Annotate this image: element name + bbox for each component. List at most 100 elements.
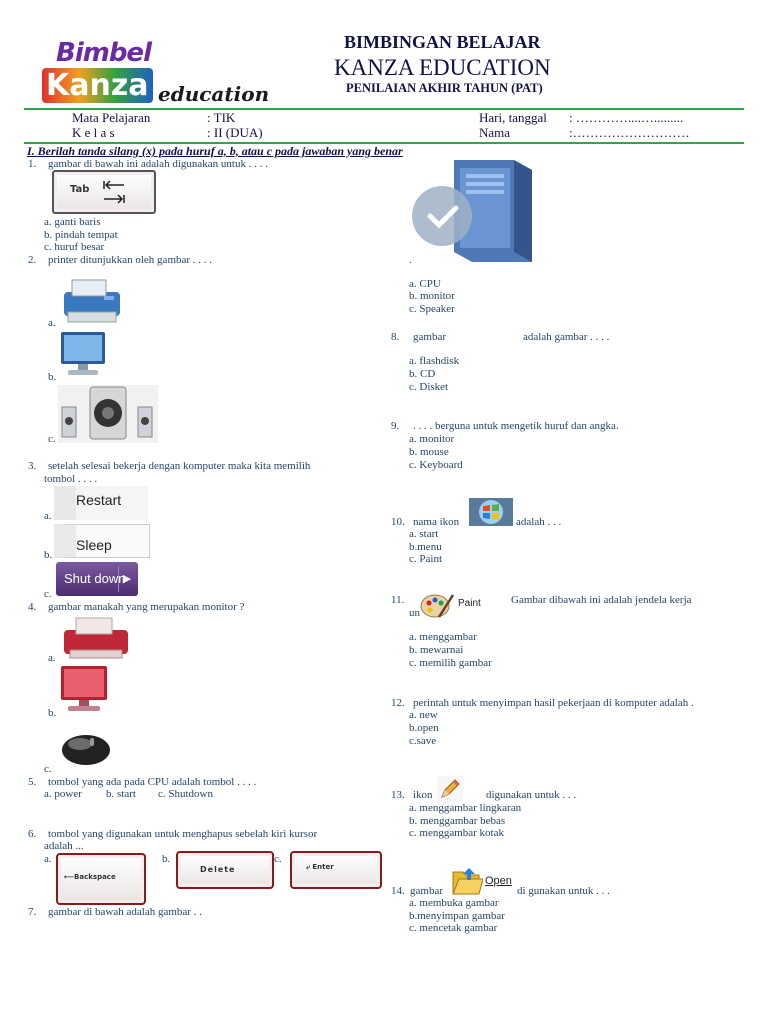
- q10-option-a: a. start: [409, 528, 439, 540]
- q6-option-b: b.: [162, 853, 171, 865]
- q9-option-b: b. mouse: [409, 446, 449, 458]
- q7-number: 7.: [28, 906, 37, 918]
- enter-key-label: ⤶ Enter: [306, 863, 334, 871]
- pencil-icon: [437, 776, 463, 802]
- q12-text: perintah untuk menyimpan hasil pekerjaan…: [413, 697, 694, 709]
- q14-number: 14.: [391, 885, 405, 897]
- q1-option-c: c. huruf besar: [44, 241, 105, 253]
- q14-option-c: c. mencetak gambar: [409, 922, 498, 934]
- q4-option-b: b.: [48, 707, 57, 719]
- sleep-label: Sleep: [76, 537, 112, 553]
- q10-text-2: adalah . . .: [516, 516, 562, 528]
- q8-number: 8.: [391, 331, 400, 343]
- logo-bimbel-text: Bimbel: [56, 38, 152, 68]
- subject-value: : TIK: [207, 110, 236, 125]
- q14-text-2: di gunakan untuk . . .: [517, 885, 610, 897]
- q1-option-b: b. pindah tempat: [44, 229, 118, 241]
- shutdown-arrow-icon: ▶: [118, 566, 135, 592]
- q13-option-b: b. menggambar bebas: [409, 815, 506, 827]
- q10-option-b: b.menu: [409, 541, 442, 553]
- q9-option-c: c. Keyboard: [409, 459, 463, 471]
- q8-option-b: b. CD: [409, 368, 436, 380]
- subject-label: Mata Pelajaran: [72, 110, 151, 125]
- q11-number: 11.: [391, 594, 405, 606]
- printer-red-image: [64, 617, 128, 659]
- shutdown-button-image: Shut down ▶: [56, 562, 138, 596]
- shutdown-label: Shut down: [64, 571, 126, 586]
- enter-text: Enter: [312, 863, 334, 871]
- q8-option-c: c. Disket: [409, 381, 449, 393]
- q7-option-b: b. monitor: [409, 290, 455, 302]
- header-title-1: BIMBINGAN BELAJAR: [344, 32, 541, 52]
- mouse-image: [62, 735, 110, 765]
- q4-option-c: c.: [44, 763, 52, 775]
- q14-text-1: gambar: [410, 885, 443, 897]
- restart-button-image: Restart: [54, 486, 148, 520]
- speakers-image: [58, 385, 158, 443]
- q13-number: 13.: [391, 789, 405, 801]
- q12-option-b: b.open: [409, 722, 439, 734]
- q5-number: 5.: [28, 776, 37, 788]
- q12-option-c: c.save: [409, 735, 437, 747]
- q3-option-b: b.: [44, 549, 53, 561]
- q7-dot: .: [409, 254, 412, 266]
- q11-option-a: a. menggambar: [409, 631, 477, 643]
- q13-text-1: ikon: [413, 789, 433, 801]
- q7-option-c: c. Speaker: [409, 303, 455, 315]
- header-divider-bottom: [24, 142, 744, 144]
- date-label: Hari, tanggal: [479, 110, 547, 125]
- q5-text: tombol yang ada pada CPU adalah tombol .…: [48, 776, 257, 788]
- q11-option-b: b. mewarnai: [409, 644, 464, 656]
- q10-number: 10.: [391, 516, 405, 528]
- q2-number: 2.: [28, 254, 37, 266]
- q6-text-2: adalah ...: [44, 840, 84, 852]
- open-folder-icon: [452, 868, 483, 895]
- q12-number: 12.: [391, 697, 405, 709]
- q7-option-a: a. CPU: [409, 278, 441, 290]
- q10-text-1: nama ikon: [413, 516, 460, 528]
- delete-key-image: Delete: [176, 851, 274, 889]
- open-label: Open: [485, 875, 512, 887]
- q6-option-c: c.: [274, 853, 282, 865]
- logo-education-text: education: [158, 82, 270, 106]
- q11-option-c: c. memilih gambar: [409, 657, 492, 669]
- delete-key-label: Delete: [200, 865, 236, 874]
- q8-text-2: adalah gambar . . . .: [523, 331, 610, 343]
- q2-option-a: a.: [48, 317, 56, 329]
- windows-start-icon: [469, 498, 513, 526]
- q9-number: 9.: [391, 420, 400, 432]
- logo-kanza-text: Kanza: [42, 68, 153, 103]
- q8-text-1: gambar: [413, 331, 446, 343]
- name-label: Nama: [479, 125, 511, 140]
- header-divider-top: [24, 108, 744, 110]
- q5-option-b: b. start: [106, 788, 136, 800]
- date-value: : …………....….........: [569, 110, 684, 125]
- q13-text-2: digunakan untuk . . .: [486, 789, 577, 801]
- backspace-key-image: ⟵Backspace: [56, 853, 146, 905]
- q3-text: setelah selesai bekerja dengan komputer …: [48, 460, 311, 472]
- q12-option-a: a. new: [409, 709, 438, 721]
- q4-number: 4.: [28, 601, 37, 613]
- q14-option-a: a. membuka gambar: [409, 897, 499, 909]
- q2-option-b: b.: [48, 371, 57, 383]
- q3-number: 3.: [28, 460, 37, 472]
- q2-option-c: c.: [48, 433, 56, 445]
- q2-text: printer ditunjukkan oleh gambar . . . .: [48, 254, 213, 266]
- tab-key-image: Tab: [52, 170, 156, 214]
- logo: Bimbel Kanza education: [40, 38, 320, 110]
- q6-number: 6.: [28, 828, 37, 840]
- backspace-text: Backspace: [74, 873, 116, 881]
- monitor-blue-image: [61, 332, 105, 375]
- q6-text: tombol yang digunakan untuk menghapus se…: [48, 828, 318, 840]
- class-value: : II (DUA): [207, 125, 263, 140]
- q13-option-c: c. menggambar kotak: [409, 827, 504, 839]
- q4-option-a: a.: [48, 652, 56, 664]
- q14-option-b: b.menyimpan gambar: [409, 910, 505, 922]
- printer-blue-image: [64, 279, 120, 323]
- q9-option-a: a. monitor: [409, 433, 455, 445]
- q3-option-c: c.: [44, 588, 52, 600]
- q1-number: 1.: [28, 158, 37, 170]
- q4-text: gambar manakah yang merupakan monitor ?: [48, 601, 245, 613]
- enter-key-image: ⤶ Enter: [290, 851, 382, 889]
- q5-option-c: c. Shutdown: [158, 788, 213, 800]
